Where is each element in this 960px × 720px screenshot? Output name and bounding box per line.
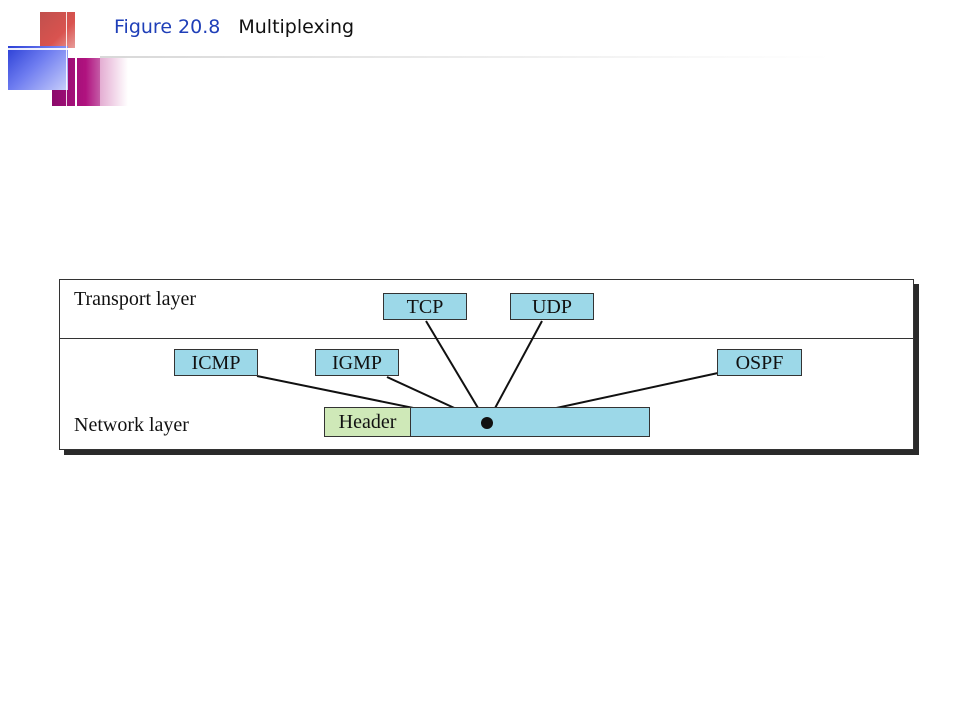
layer-divider [60,338,913,339]
decorative-square-red [40,12,76,48]
decorative-line [0,48,140,50]
slide-title: Figure 20.8 Multiplexing [114,16,354,38]
decorative-square-blue [8,46,68,90]
protocol-box-udp: UDP [510,293,594,320]
protocol-box-icmp: ICMP [174,349,258,376]
title-underline [100,56,960,58]
protocol-box-igmp: IGMP [315,349,399,376]
multiplex-point [481,417,493,429]
transport-layer-label: Transport layer [74,288,197,310]
protocol-box-tcp: TCP [383,293,467,320]
line-tcp [425,320,488,424]
multiplex-dot [481,417,493,429]
figure-number: Figure 20.8 [114,16,221,38]
network-layer-label: Network layer [74,414,189,436]
decorative-line [66,0,67,106]
decorative-fade [100,58,128,106]
protocol-box-ospf: OSPF [717,349,802,376]
packet-header: Header [324,407,411,437]
decorative-line [75,0,77,106]
figure-name: Multiplexing [238,16,355,38]
multiplexing-diagram: Transport layer Network layer Header TCP… [59,279,914,450]
line-udp [486,320,543,424]
